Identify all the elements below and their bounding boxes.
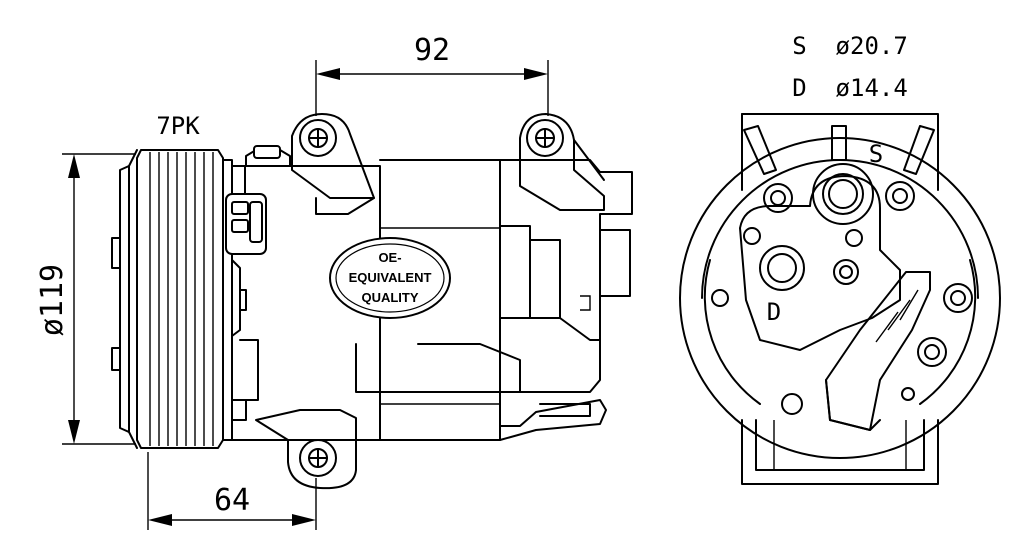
dimension-diameter-119: ø119 <box>35 153 136 445</box>
mounting-ear-top-left <box>291 113 375 215</box>
mounting-ear-bottom <box>255 409 357 490</box>
badge-line-1: OE- <box>378 250 401 265</box>
belt-profile-label: 7PK <box>156 112 200 140</box>
compressor-rear-view: S D <box>679 113 1001 485</box>
pressure-valve <box>825 271 931 431</box>
compressor-side-view: OE- EQUIVALENT QUALITY <box>111 113 633 490</box>
discharge-port <box>759 245 805 291</box>
dimension-119-label: ø119 <box>35 264 70 336</box>
oe-equivalent-quality-badge: OE- EQUIVALENT QUALITY <box>329 237 451 319</box>
suction-size-label: S ø20.7 <box>792 32 908 60</box>
dimension-64-label: 64 <box>214 483 250 518</box>
discharge-size-label: D ø14.4 <box>792 74 908 102</box>
mounting-ear-top-right <box>519 113 605 211</box>
dimension-92-label: 92 <box>414 33 450 68</box>
dimension-width-92: 92 <box>315 33 549 116</box>
electrical-connector <box>225 193 267 255</box>
top-fitting <box>245 145 291 167</box>
dimension-width-64: 64 <box>147 452 317 530</box>
badge-line-3: QUALITY <box>361 290 418 305</box>
badge-line-2: EQUIVALENT <box>349 270 432 285</box>
pulley <box>111 149 233 449</box>
discharge-port-letter: D <box>767 298 781 326</box>
suction-port-letter: S <box>869 140 883 168</box>
suction-port <box>812 163 874 225</box>
